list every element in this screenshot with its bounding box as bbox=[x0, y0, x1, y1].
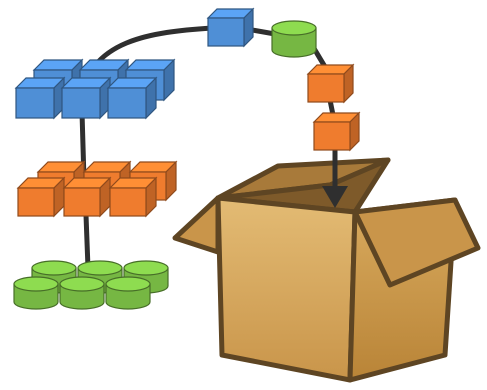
cube-icon bbox=[14, 76, 66, 120]
box-right-flap bbox=[352, 197, 481, 288]
line-orange-stack-to-green-stack bbox=[83, 212, 91, 271]
line-blue-to-green bbox=[249, 27, 278, 37]
cube-icon bbox=[306, 63, 355, 104]
cylinder-icon bbox=[105, 276, 151, 310]
arrow-head-icon bbox=[322, 186, 348, 208]
cube-icon bbox=[206, 7, 255, 48]
open-box-icon bbox=[172, 157, 481, 383]
cube-icon bbox=[16, 176, 66, 218]
flow-items bbox=[206, 7, 361, 152]
orange-cube-stack bbox=[16, 160, 178, 218]
cube-icon bbox=[62, 176, 112, 218]
cube-icon bbox=[108, 176, 158, 218]
cube-icon bbox=[60, 76, 112, 120]
cylinder-icon bbox=[271, 20, 317, 58]
cylinder-icon bbox=[13, 276, 59, 310]
cube-icon bbox=[312, 111, 361, 152]
box-left-flap bbox=[172, 195, 221, 255]
arrow-into-box bbox=[322, 150, 348, 208]
box-front bbox=[215, 195, 358, 383]
cylinder-icon bbox=[59, 276, 105, 310]
green-cylinder-stack bbox=[13, 260, 169, 310]
cube-icon bbox=[106, 76, 158, 120]
blue-cube-stack bbox=[14, 58, 176, 120]
